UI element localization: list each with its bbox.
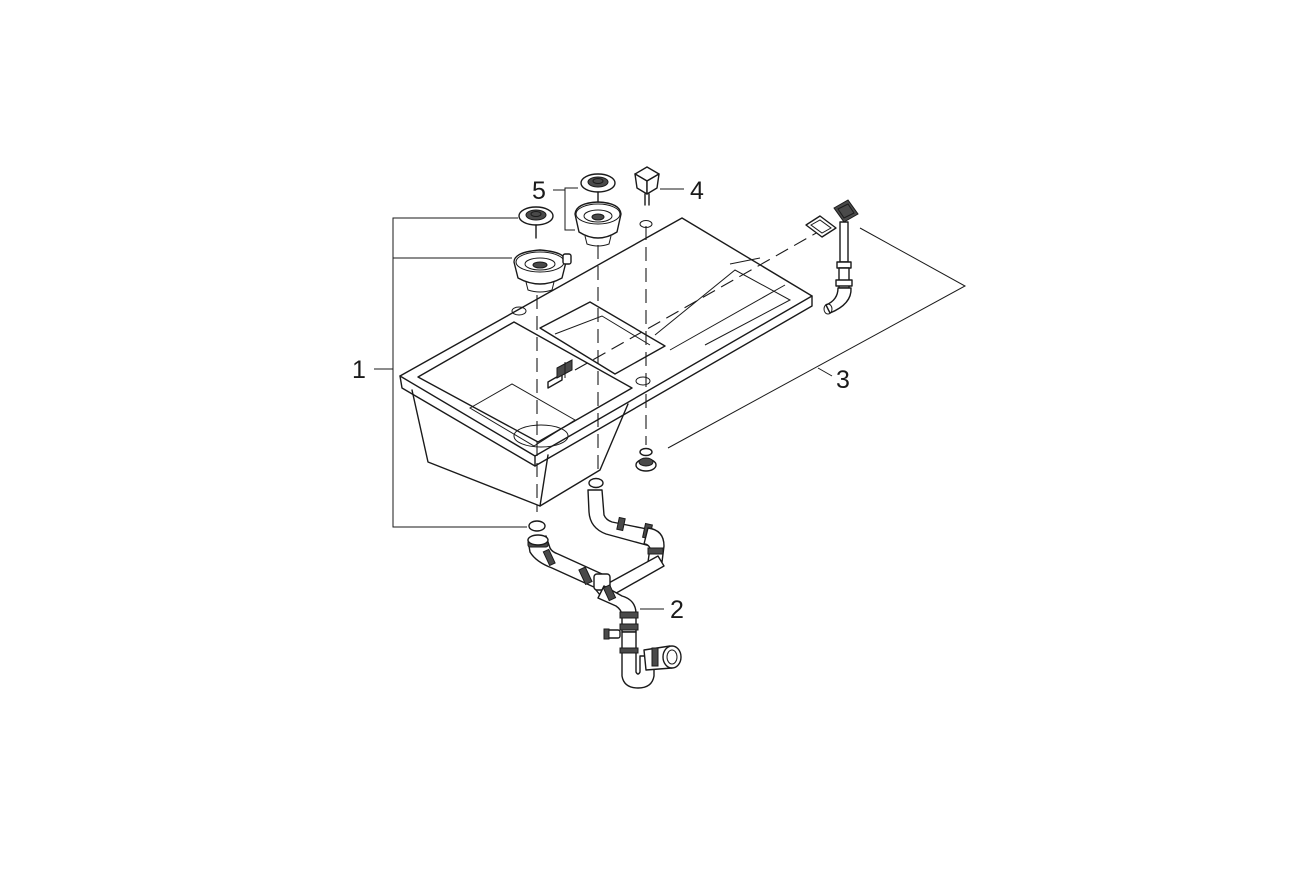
- drain-body-left-icon: [513, 249, 572, 293]
- leader-lines: [374, 187, 967, 610]
- sink-overflow-icon: [547, 359, 573, 389]
- callout-3: 3: [836, 366, 850, 394]
- washers: [528, 447, 657, 532]
- callout-labels: 1 2 3 4 5: [352, 177, 850, 624]
- callout-4: 4: [690, 177, 704, 205]
- callout-2: 2: [670, 596, 684, 624]
- assembly-lines: [536, 226, 819, 512]
- callout-1: 1: [352, 356, 366, 384]
- siphon-trap-icon: [527, 489, 682, 689]
- popup-drain-nut-icon: [635, 447, 657, 472]
- popup-knob-icon: [634, 166, 660, 228]
- strainer-basket-left-icon: [518, 206, 554, 239]
- drain-body-right-icon: [574, 201, 622, 247]
- sink-body: [399, 217, 813, 507]
- callout-5: 5: [532, 177, 546, 205]
- overflow-set-icon: [805, 199, 859, 315]
- strainer-basket-right-icon: [580, 173, 616, 204]
